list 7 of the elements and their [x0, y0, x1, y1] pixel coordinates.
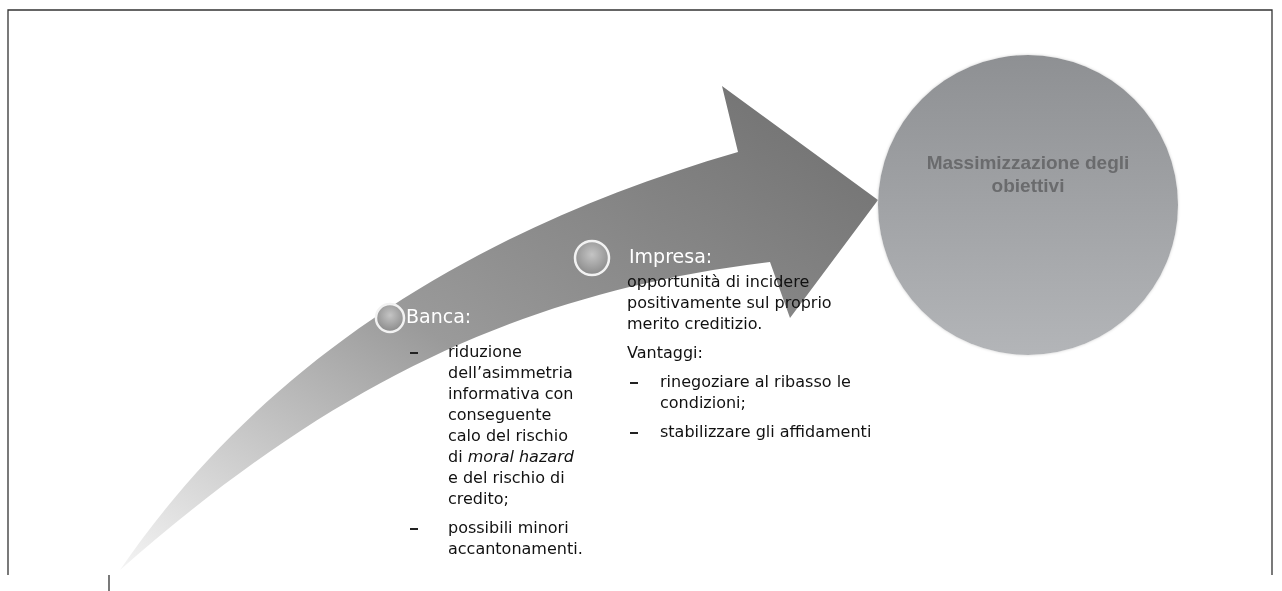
milestone-heading: Banca: [406, 304, 472, 328]
bullet-text: stabilizzare gli affidamenti [660, 421, 873, 442]
bullet-text: riduzione dell’asimmetria informativa con conseguente calo del rischio di moral hazard e del rischio di credito; [448, 341, 575, 509]
milestone-heading: Impresa: [629, 244, 713, 268]
body-text: Vantaggi: [627, 342, 704, 363]
curved-arrow [120, 86, 878, 570]
bullet-text: rinegoziare al ribasso le condizioni; [660, 371, 852, 413]
